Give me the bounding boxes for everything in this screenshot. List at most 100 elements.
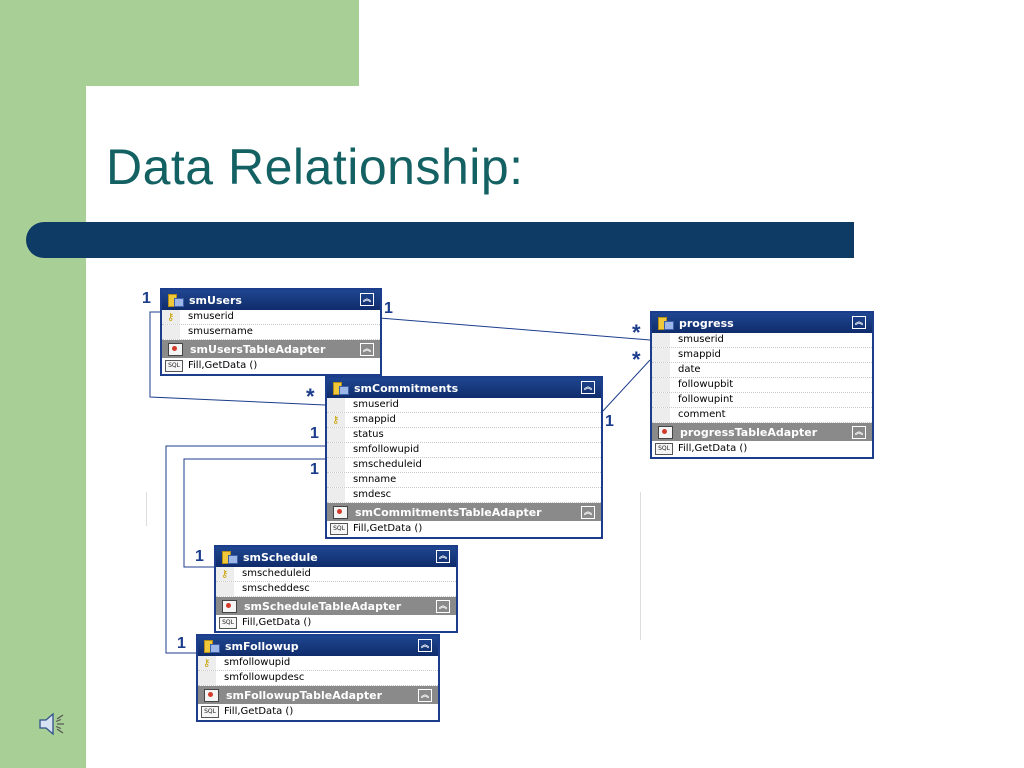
mult-followup: 1 [177,635,186,652]
collapse-icon[interactable]: ︽ [436,550,450,563]
column-row[interactable]: smdesc [327,488,601,503]
column-row[interactable]: smappid [652,348,872,363]
mult-users-left: 1 [142,290,151,307]
key-icon: ⚷ [203,658,211,669]
collapse-icon[interactable]: ︽ [581,381,595,394]
mult-commitments-schedule: 1 [310,461,319,478]
collapse-icon[interactable]: ︽ [360,343,374,356]
table-name: smCommitments [354,381,459,395]
table-adapter[interactable]: smScheduleTableAdapter ︽ [216,597,456,615]
column-row[interactable]: ⚷smfollowupid [198,656,438,671]
adapter-icon [168,342,183,356]
slide-title: Data Relationship: [106,139,524,195]
column-row[interactable]: ⚷smscheduleid [216,567,456,582]
table-adapter[interactable]: smCommitmentsTableAdapter ︽ [327,503,601,521]
adapter-icon [204,688,219,702]
sql-icon: SQL [201,706,219,718]
table-smcommitments[interactable]: smCommitments ︽ smuserid ⚷smappid status… [325,376,603,539]
column-row[interactable]: followupbit [652,378,872,393]
column-row[interactable]: smuserid [327,398,601,413]
collapse-icon[interactable]: ︽ [360,293,374,306]
top-band [0,0,359,86]
table-icon [222,551,238,564]
key-icon: ⚷ [332,415,340,426]
table-name: smUsers [189,293,242,307]
column-row[interactable]: followupint [652,393,872,408]
column-row[interactable]: date [652,363,872,378]
rel-users-commitments [149,311,326,406]
column-row[interactable]: smname [327,473,601,488]
table-name: progress [679,316,734,330]
title-rule [26,222,854,258]
table-adapter[interactable]: smUsersTableAdapter ︽ [162,340,380,358]
mult-commitments-left: * [306,384,315,409]
column-row[interactable]: ⚷smuserid [162,310,380,325]
table-icon [204,640,220,653]
speaker-icon[interactable] [36,708,68,740]
column-row[interactable]: status [327,428,601,443]
column-row[interactable]: smscheduleid [327,458,601,473]
collapse-icon[interactable]: ︽ [852,426,866,439]
table-header[interactable]: smFollowup ︽ [198,636,438,656]
table-header[interactable]: smCommitments ︽ [327,378,601,398]
collapse-icon[interactable]: ︽ [581,506,595,519]
table-name: smFollowup [225,639,299,653]
table-progress[interactable]: progress ︽ smuserid smappid date followu… [650,311,874,459]
collapse-icon[interactable]: ︽ [852,316,866,329]
column-row[interactable]: smfollowupid [327,443,601,458]
column-row[interactable]: smscheddesc [216,582,456,597]
side-band [0,0,86,768]
table-smusers[interactable]: smUsers ︽ ⚷smuserid smusername smUsersTa… [160,288,382,376]
adapter-name: smCommitmentsTableAdapter [355,505,542,519]
rel-commitments-followup [165,445,325,654]
collapse-icon[interactable]: ︽ [436,600,450,613]
mult-schedule: 1 [195,548,204,565]
adapter-name: smScheduleTableAdapter [244,599,402,613]
column-row[interactable]: ⚷smappid [327,413,601,428]
table-name: smSchedule [243,550,318,564]
adapter-icon [222,599,237,613]
adapter-name: smUsersTableAdapter [190,342,326,356]
mult-users-right: 1 [384,300,393,317]
adapter-name: progressTableAdapter [680,425,818,439]
column-row[interactable]: smuserid [652,333,872,348]
frame-line [146,492,147,526]
table-smfollowup[interactable]: smFollowup ︽ ⚷smfollowupid smfollowupdes… [196,634,440,722]
sql-icon: SQL [655,443,673,455]
adapter-icon [658,425,673,439]
column-row[interactable]: smusername [162,325,380,340]
sql-icon: SQL [330,523,348,535]
sql-icon: SQL [165,360,183,372]
frame-line [640,492,641,640]
table-smschedule[interactable]: smSchedule ︽ ⚷smscheduleid smscheddesc s… [214,545,458,633]
table-icon [333,382,349,395]
rel-commitments-progress [601,359,651,413]
mult-progress-lower: * [632,347,641,372]
rel-users-progress [379,317,651,341]
table-adapter[interactable]: progressTableAdapter ︽ [652,423,872,441]
table-icon [168,294,184,307]
table-adapter[interactable]: smFollowupTableAdapter ︽ [198,686,438,704]
table-header[interactable]: smSchedule ︽ [216,547,456,567]
table-header[interactable]: progress ︽ [652,313,872,333]
table-header[interactable]: smUsers ︽ [162,290,380,310]
adapter-name: smFollowupTableAdapter [226,688,383,702]
mult-progress-upper: * [632,320,641,345]
column-row[interactable]: comment [652,408,872,423]
mult-commitments-right: 1 [605,413,614,430]
mult-commitments-followup: 1 [310,425,319,442]
key-icon: ⚷ [167,312,175,323]
rel-commitments-schedule [183,458,325,568]
table-icon [658,317,674,330]
sql-icon: SQL [219,617,237,629]
collapse-icon[interactable]: ︽ [418,689,432,702]
column-row[interactable]: smfollowupdesc [198,671,438,686]
key-icon: ⚷ [221,569,229,580]
collapse-icon[interactable]: ︽ [418,639,432,652]
